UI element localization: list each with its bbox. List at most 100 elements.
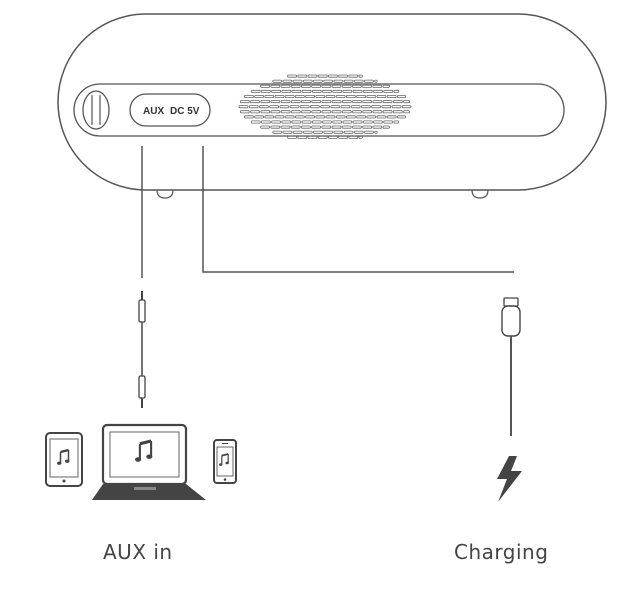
grille-slot [290,84,301,88]
grille-slot [372,100,383,104]
grille-slot [386,95,397,99]
grille-slot [302,130,313,134]
grille-slot [287,135,298,139]
charging-caption: Charging [454,540,549,564]
grille-slot [350,105,361,109]
grille-slot [366,95,377,99]
grille-slot [335,95,346,99]
grille-slot [352,120,363,124]
grille-slot [270,125,281,129]
grille-slot [248,105,259,109]
grille-slot [258,105,269,109]
grille-slot [358,135,363,139]
grille-slot [321,100,332,104]
grille-slot [335,115,346,119]
grille-slot [287,74,298,78]
grille-slot [292,130,303,134]
grille-slot [254,95,265,99]
music-note-icon [135,439,153,462]
grille-slot [338,74,349,78]
grille-slot [362,125,373,129]
grille-slot [374,130,378,134]
grille-slot [264,95,275,99]
grille-slot [311,110,322,114]
grille-slot [260,100,271,104]
grille-slot [371,105,382,109]
grille-slot [338,135,349,139]
grille-slot [353,130,364,134]
grille-slot [352,89,363,93]
grille-slot [372,84,383,88]
grille-slot [260,110,271,114]
dc-cable [202,146,514,273]
grille-slot [360,105,371,109]
grille-slot [311,125,322,129]
speaker-unit: AUX DC 5V [57,13,607,199]
grille-slot [311,84,322,88]
grille-slot [291,120,302,124]
grille-slot [403,110,410,114]
grille-slot [264,115,275,119]
grille-slot [332,89,343,93]
aux-cable [138,146,146,408]
grille-slot [372,110,383,114]
grille-slot [322,89,332,93]
grille-slot [341,110,352,114]
tablet-music-icon [45,432,83,487]
grille-slot [307,74,318,78]
grille-slot [274,115,285,119]
grille-slot [345,115,356,119]
grille-slot [396,115,406,119]
grille-slot [325,95,336,99]
audio-jack-plug-icon [138,291,146,408]
grille-slot [313,79,323,83]
grille-slot [391,105,402,109]
grille-slot [327,135,338,139]
grille-slot [270,84,281,88]
grille-slot [270,110,281,114]
grille-slot [352,110,362,114]
grille-slot [260,84,271,88]
aux-in-caption: AUX in [103,540,173,564]
grille-slot [331,100,342,104]
aux-port-label: AUX [143,106,164,117]
grille-slot [284,115,295,119]
grille-slot [393,120,400,124]
lightning-bolt-icon [497,456,522,502]
grille-slot [301,100,311,104]
grille-slot [269,105,280,109]
grille-slot [376,95,387,99]
speaker-grille [238,74,412,139]
port-panel: AUX DC 5V [129,93,211,127]
grille-slot [284,95,295,99]
grille-slot [343,130,354,134]
grille-slot [382,110,393,114]
volume-knob[interactable] [82,90,110,130]
dc-port-label: DC 5V [170,106,200,117]
grille-slot [271,120,282,124]
grille-slot [290,125,301,129]
grille-slot [320,105,331,109]
grille-slot [351,125,362,129]
grille-slot [309,105,320,109]
phone-music-icon [213,439,237,484]
grille-slot [343,79,354,83]
grille-slot [260,120,271,124]
grille-slot [290,100,301,104]
grille-slot [322,120,332,124]
grille-slot [250,100,260,104]
grille-slot [345,95,356,99]
grille-slot [305,95,316,99]
laptop-music-icon [92,423,206,500]
grille-slot [362,100,373,104]
grille-slot [332,120,343,124]
grille-slot [382,100,393,104]
grille-slot [386,115,397,119]
grille-slot [280,125,291,129]
grille-slot [362,84,373,88]
grille-slot [302,79,313,83]
grille-slot [272,130,283,134]
grille-slot [362,110,373,114]
grille-slot [321,110,332,114]
